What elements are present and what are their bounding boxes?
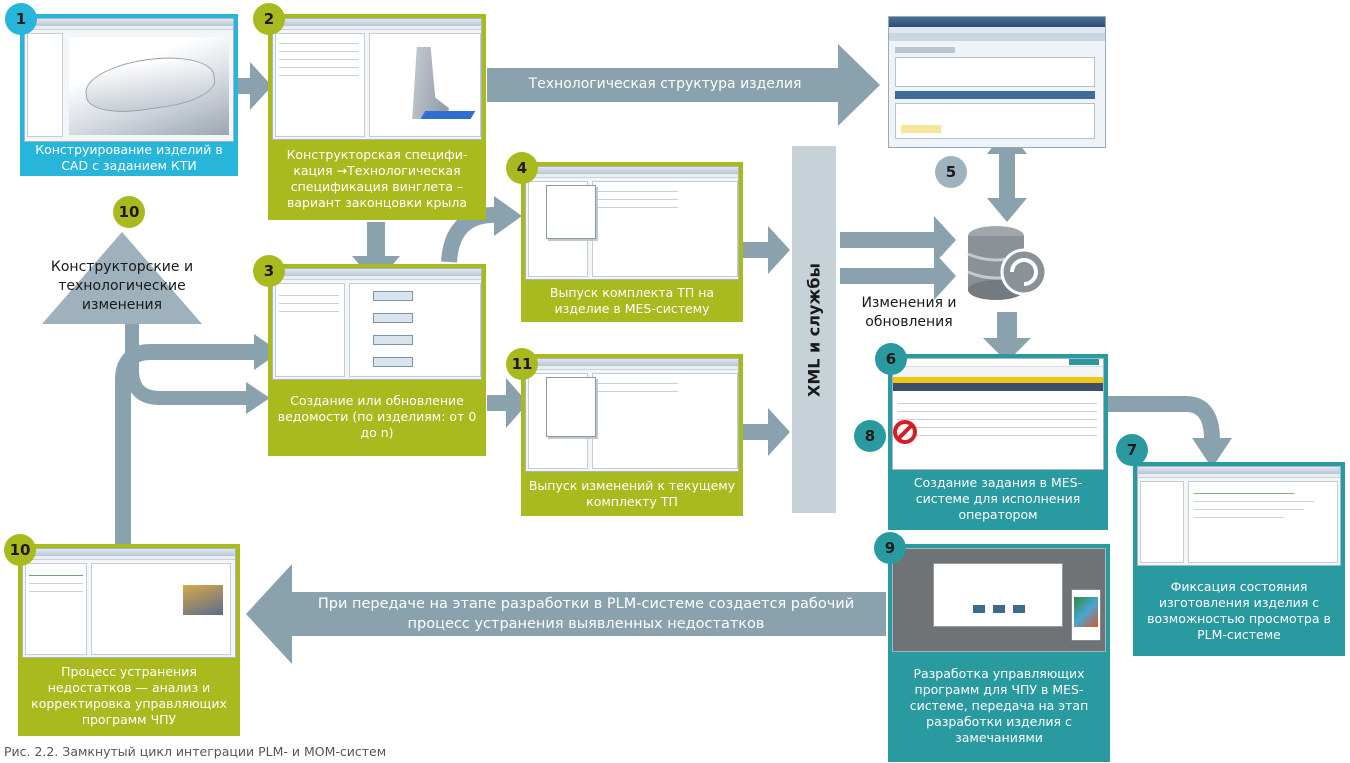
step-4-badge: 4 <box>506 152 538 184</box>
step-1-badge: 1 <box>5 3 37 35</box>
card-release: Выпуск комплекта ТП на изделие в MES-сис… <box>521 162 743 322</box>
spec-screenshot <box>272 18 482 140</box>
triangle-number-badge: 10 <box>113 196 145 228</box>
arrow-xml-to-db-1 <box>840 216 956 264</box>
fixation-caption: Фиксация состояния изготовления изделия … <box>1147 579 1331 642</box>
vedomost-screenshot <box>272 268 482 380</box>
defects-screenshot <box>22 548 236 658</box>
cad-caption: Конструирование изделий в CAD с заданием… <box>35 142 223 173</box>
changes-triangle-label: Конструкторские и технологические измене… <box>50 259 194 313</box>
card-sap <box>888 16 1106 148</box>
prohibited-icon <box>893 420 917 444</box>
mes-task-screenshot <box>892 358 1104 470</box>
xml-services-label: XML и службы <box>804 262 824 397</box>
updates-label: Изменения и обновления <box>861 295 957 330</box>
arrow-tech-structure <box>487 44 880 126</box>
arrow-mestask-to-fixation <box>1108 396 1220 441</box>
step-6-badge: 6 <box>875 343 907 375</box>
mes-task-caption: Создание задания в MES-системе для испол… <box>913 475 1083 522</box>
vedomost-caption: Создание или обновление ведомости (по из… <box>277 393 477 440</box>
step-3-badge: 3 <box>253 255 285 287</box>
step-10-badge: 10 <box>4 534 36 566</box>
arrow-plm-process <box>246 564 886 664</box>
spec-caption: Конструкторская специфи­кация →Технологи… <box>286 147 468 210</box>
card-changes: Выпуск изменений к текущему комплекту ТП <box>521 354 743 516</box>
xml-services-bar: XML и службы <box>792 146 836 513</box>
release-caption: Выпуск комплекта ТП на изделие в MES-сис… <box>549 285 715 316</box>
arrow-db-to-mestask <box>983 312 1031 362</box>
arrow-sap-db <box>987 128 1027 222</box>
release-screenshot <box>525 166 739 280</box>
arrow-changes-to-xml <box>743 408 790 456</box>
tech-structure-label: Технологическая структура изделия <box>528 76 802 92</box>
step-2-badge: 2 <box>253 3 285 35</box>
card-vedomost: Создание или обновление ведомости (по из… <box>268 264 486 456</box>
plm-process-label: При передаче на этапе разработки в PLM-с… <box>317 596 855 632</box>
step-7-badge: 7 <box>1116 434 1148 466</box>
arrow-feedback-loop <box>115 344 256 546</box>
step-11-badge: 11 <box>506 348 538 380</box>
card-defects: Процесс устранения недостатков — анализ … <box>18 544 240 736</box>
arrow-release-to-xml <box>743 226 790 274</box>
database-icon <box>967 226 1048 300</box>
cnc-caption: Разработка управляющих программ для ЧПУ … <box>909 666 1089 745</box>
cnc-screenshot <box>892 548 1106 652</box>
cad-screenshot <box>24 18 234 142</box>
step-5-badge: 5 <box>935 156 967 188</box>
figure-caption: Рис. 2.2. Замкнутый цикл интеграции PLM-… <box>4 744 387 759</box>
defects-caption: Процесс устранения недостатков — анализ … <box>31 664 227 727</box>
card-mes-task: Создание задания в MES-системе для испол… <box>888 354 1108 530</box>
arrow-vedomost-to-changes <box>487 378 528 428</box>
arrow-vedomost-to-release <box>441 206 499 263</box>
card-cad: Конструирование изделий в CAD с заданием… <box>20 14 238 176</box>
card-fixation: Фиксация состояния изготовления изделия … <box>1133 462 1345 656</box>
arrow-xml-to-db-2 <box>840 252 956 300</box>
arrow-cad-to-spec <box>238 62 272 110</box>
step-8-badge: 8 <box>854 420 886 452</box>
step-9-badge: 9 <box>874 532 906 564</box>
card-spec: Конструкторская специфи­кация →Технологи… <box>268 14 486 220</box>
changes-screenshot <box>525 358 739 472</box>
card-cnc: Разработка управляющих программ для ЧПУ … <box>888 544 1110 762</box>
fixation-screenshot <box>1137 466 1341 566</box>
changes-caption: Выпуск изменений к текущему комплекту ТП <box>528 478 736 509</box>
